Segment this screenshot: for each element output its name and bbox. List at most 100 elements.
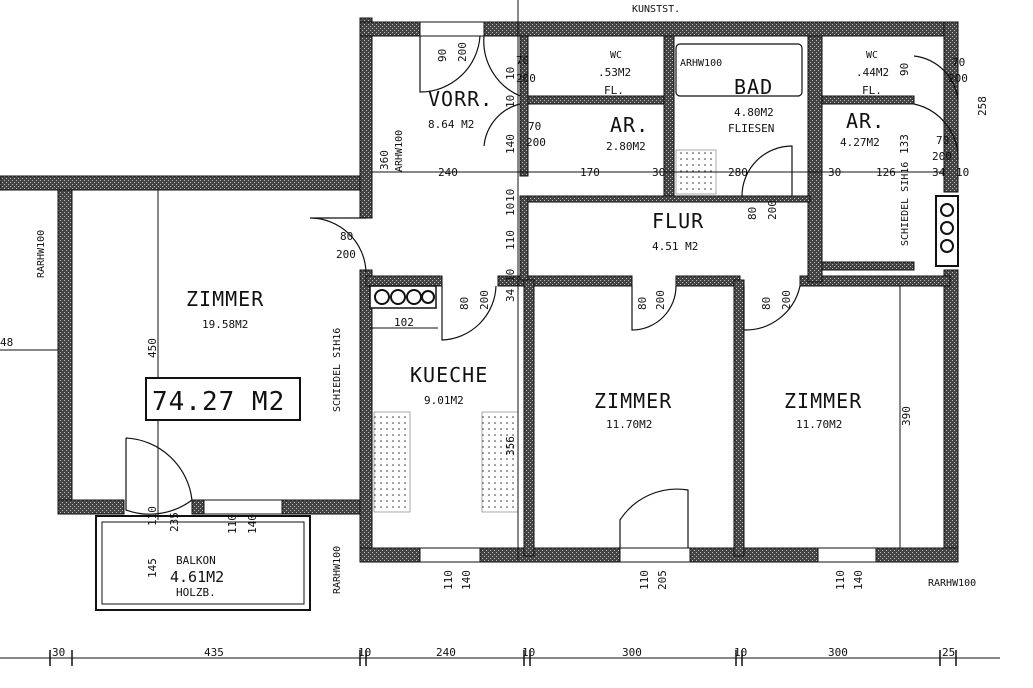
- dim-110e: 110: [638, 570, 651, 590]
- dim-110d: 110: [442, 570, 455, 590]
- dim-10a: 10: [504, 95, 517, 108]
- total-area-box: [145, 377, 301, 421]
- dim-200f: 200: [336, 248, 356, 261]
- bdim-10c: 10: [734, 646, 747, 659]
- dim-240: 240: [438, 166, 458, 179]
- dim-70a: 70: [516, 54, 529, 67]
- zimmer-right-area: 11.70M2: [796, 418, 842, 431]
- door-entry: [419, 35, 481, 93]
- dim-200b: 200: [516, 72, 536, 85]
- dim-48: 48: [0, 336, 13, 349]
- balkon-name: BALKON: [176, 554, 216, 567]
- dim-10d: 10: [504, 67, 517, 80]
- window-balkon: [203, 499, 283, 515]
- dim-110f: 110: [834, 570, 847, 590]
- dim-70d: 70: [952, 56, 965, 69]
- bdim-300a: 300: [622, 646, 642, 659]
- dim-70b: 70: [528, 120, 541, 133]
- wall-vorr-ar: [519, 35, 529, 177]
- bad-name: BAD: [734, 75, 773, 99]
- ar-mid-name: AR.: [610, 113, 649, 137]
- dim-390: 390: [900, 406, 913, 426]
- wall-wcr-h: [821, 95, 915, 105]
- door-ar-right: [913, 103, 959, 161]
- dim-90: 90: [436, 49, 449, 62]
- wc-left-name: WC: [610, 50, 622, 61]
- kitchen-counter-2: [481, 411, 519, 513]
- vorr-area: 8.64 M2: [428, 118, 474, 131]
- dim-200j: 200: [780, 290, 793, 310]
- bathtub: [675, 43, 803, 97]
- vorr-name: VORR.: [428, 87, 493, 111]
- dim-145: 145: [146, 558, 159, 578]
- total-area: 74.27 M2: [152, 387, 285, 417]
- dim-140d: 140: [852, 570, 865, 590]
- zimmer-mid-name: ZIMMER: [594, 389, 672, 413]
- chimney-right: [935, 195, 959, 267]
- dim-200c: 200: [526, 136, 546, 149]
- wall-zimmer-zimmer: [733, 279, 745, 557]
- dimension-lines: [0, 0, 1000, 659]
- wall-mid-h-2: [497, 275, 633, 287]
- flur-name: FLUR: [652, 209, 704, 233]
- door-zimmer-mid: [631, 285, 677, 331]
- dim-30b: 30: [828, 166, 841, 179]
- balcony-outline: [95, 515, 311, 611]
- bdim-10a: 10: [358, 646, 371, 659]
- door-wc-right: [913, 55, 959, 101]
- ar-right-area: 4.27M2: [840, 136, 880, 149]
- bad-floor: FLIESEN: [728, 122, 774, 135]
- zimmer-mid-area: 11.70M2: [606, 418, 652, 431]
- door-ar-mid: [483, 103, 521, 147]
- ar-mid-area: 2.80M2: [606, 140, 646, 153]
- balkon-area: 4.61M2: [170, 568, 224, 586]
- dim-70c: 70: [936, 134, 949, 147]
- bdim-30: 30: [52, 646, 65, 659]
- door-vorr: [483, 35, 521, 97]
- dim-30a: 30: [652, 166, 665, 179]
- dim-133: 133: [898, 134, 911, 154]
- door-left-room: [309, 217, 367, 273]
- dim-140c: 140: [460, 570, 473, 590]
- rarhw-bottom-right: RARHW100: [928, 578, 976, 589]
- wc-left-floor: FL.: [604, 84, 624, 97]
- dim-102: 102: [394, 316, 414, 329]
- wall-right-2: [943, 269, 959, 561]
- window-kitchen: [419, 547, 481, 563]
- wall-bottom-4: [875, 547, 959, 563]
- wc-right-name: WC: [866, 50, 878, 61]
- wall-left-bottom-3: [281, 499, 367, 515]
- window-zimmer-right: [817, 547, 877, 563]
- wall-mid-h-4: [799, 275, 951, 287]
- rarhw-bad: ARHW100: [680, 58, 722, 69]
- dim-80c: 80: [458, 297, 471, 310]
- ar-right-name: AR.: [846, 109, 885, 133]
- wall-ar-right-bottom: [821, 261, 915, 271]
- windows: [203, 21, 877, 563]
- dim-80a: 80: [340, 230, 353, 243]
- zimmer-right-name: ZIMMER: [784, 389, 862, 413]
- dim-360: 360: [378, 150, 391, 170]
- window-top: [419, 21, 485, 37]
- dim-10b: 10: [956, 166, 969, 179]
- wall-mid-h-1: [365, 275, 443, 287]
- schiedel-right: SCHIEDEL SIH16: [900, 162, 911, 246]
- wall-left-bottom: [57, 499, 125, 515]
- wall-top-1: [359, 21, 421, 37]
- bdim-240: 240: [436, 646, 456, 659]
- wall-mid-h-3: [675, 275, 741, 287]
- bottom-dim-ticks: [49, 650, 957, 666]
- dim-34b: 34: [504, 288, 517, 302]
- dim-110a: 110: [504, 230, 517, 250]
- dim-80b: 80: [746, 207, 759, 220]
- wall-right: [943, 21, 959, 193]
- dim-200d: 200: [932, 150, 952, 163]
- zimmer-left-name: ZIMMER: [186, 287, 264, 311]
- dim-140b: 140: [246, 514, 259, 534]
- flur-area: 4.51 M2: [652, 240, 698, 253]
- wall-left-top: [0, 175, 369, 191]
- dim-450: 450: [146, 338, 159, 358]
- bdim-25: 25: [942, 646, 955, 659]
- dim-10e: 10: [504, 269, 517, 282]
- dim-200g: 200: [766, 200, 779, 220]
